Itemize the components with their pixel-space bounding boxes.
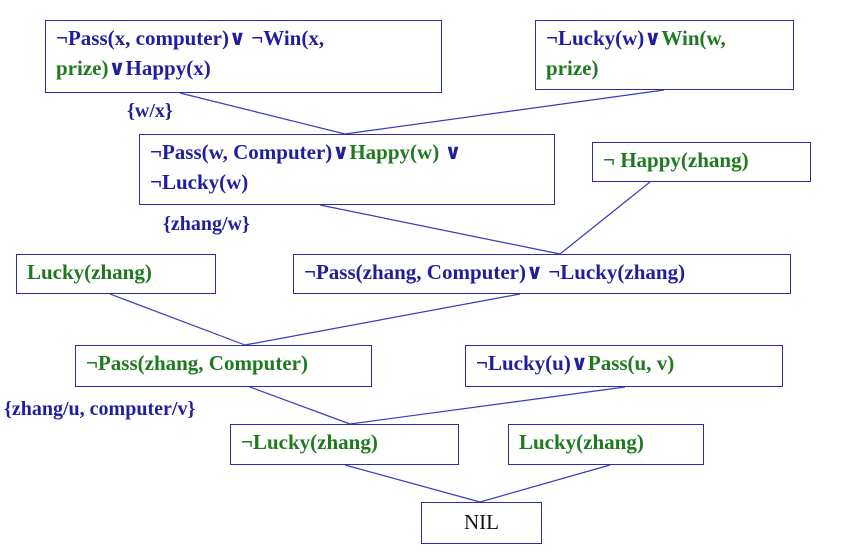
clause-literal: ¬Pass(w, Computer)∨ <box>150 140 350 164</box>
clause-literal: ¬Lucky(zhang) <box>241 430 378 454</box>
clause-line: ¬Lucky(w)∨Win(w, <box>546 23 783 53</box>
edge-n2-n3 <box>344 89 665 135</box>
clause-line: ¬Pass(w, Computer)∨Happy(w) ∨ <box>150 137 544 167</box>
clause-line: ¬Pass(zhang, Computer) <box>86 348 361 378</box>
clause-node-1: ¬Pass(x, computer)∨ ¬Win(x, prize)∨Happy(… <box>45 20 442 93</box>
edge-n4-n6 <box>559 181 651 255</box>
clause-literal: ∨ <box>439 140 462 164</box>
clause-node-9: ¬Lucky(zhang) <box>230 424 459 465</box>
clause-line: ¬Lucky(zhang) <box>241 427 448 457</box>
clause-line: ¬ Happy(zhang) <box>603 145 800 175</box>
clause-node-8: ¬Lucky(u)∨Pass(u, v) <box>465 345 783 387</box>
clause-line: ¬Pass(zhang, Computer)∨ ¬Lucky(zhang) <box>304 257 780 287</box>
clause-line: prize)∨Happy(x) <box>56 53 431 83</box>
clause-line: ¬Pass(x, computer)∨ ¬Win(x, <box>56 23 431 53</box>
clause-literal: Lucky(zhang) <box>519 430 644 454</box>
substitution-zhang-u-computer-v: {zhang/u, computer/v} <box>4 398 196 420</box>
clause-node-10: Lucky(zhang) <box>508 424 704 465</box>
clause-line: ¬Lucky(u)∨Pass(u, v) <box>476 348 772 378</box>
clause-literal: Win(w, <box>661 26 726 50</box>
clause-line: ¬Lucky(w) <box>150 167 544 197</box>
clause-literal: Happy(w) <box>349 140 440 164</box>
clause-literal: ¬ Happy(zhang) <box>603 148 749 172</box>
edge-n1-n3 <box>179 92 346 135</box>
clause-literal: ¬Pass(x, computer)∨ ¬Win(x, <box>56 26 325 50</box>
clause-node-5: Lucky(zhang) <box>16 254 216 294</box>
clause-node-3: ¬Pass(w, Computer)∨Happy(w) ∨ ¬Lucky(w) <box>139 134 555 205</box>
clause-node-nil: NIL <box>421 502 542 544</box>
clause-node-6: ¬Pass(zhang, Computer)∨ ¬Lucky(zhang) <box>293 254 791 294</box>
substitution-w-x: {w/x} <box>127 100 173 122</box>
clause-line: Lucky(zhang) <box>27 257 205 287</box>
clause-literal: ¬Lucky(u)∨ <box>476 351 588 375</box>
clause-literal: ¬Lucky(w)∨ <box>546 26 662 50</box>
clause-line: prize) <box>546 53 783 83</box>
edge-n5-n7 <box>109 293 246 346</box>
clause-literal: Lucky(zhang) <box>27 260 152 284</box>
clause-line: Lucky(zhang) <box>519 427 693 457</box>
clause-literal: ¬Lucky(w) <box>150 170 249 194</box>
edge-n9-n11 <box>344 464 481 503</box>
clause-node-2: ¬Lucky(w)∨Win(w, prize) <box>535 20 794 90</box>
clause-literal: Pass(u, v) <box>587 351 675 375</box>
clause-literal: ∨Happy(x) <box>108 56 211 80</box>
edge-n7-n9 <box>249 386 351 425</box>
clause-literal: NIL <box>464 510 499 534</box>
edge-n6-n7 <box>244 293 521 346</box>
clause-node-7: ¬Pass(zhang, Computer) <box>75 345 372 387</box>
clause-node-4: ¬ Happy(zhang) <box>592 142 811 182</box>
clause-literal: ¬Pass(zhang, Computer) <box>86 351 308 375</box>
clause-literal: prize) <box>56 56 109 80</box>
clause-literal: ¬Pass(zhang, Computer)∨ ¬Lucky(zhang) <box>304 260 686 284</box>
edge-n3-n6 <box>319 204 561 255</box>
clause-literal: prize) <box>546 56 599 80</box>
clause-line: NIL <box>422 507 541 537</box>
edge-n10-n11 <box>479 464 611 503</box>
edge-n8-n9 <box>349 386 626 425</box>
substitution-zhang-w: {zhang/w} <box>163 213 250 235</box>
